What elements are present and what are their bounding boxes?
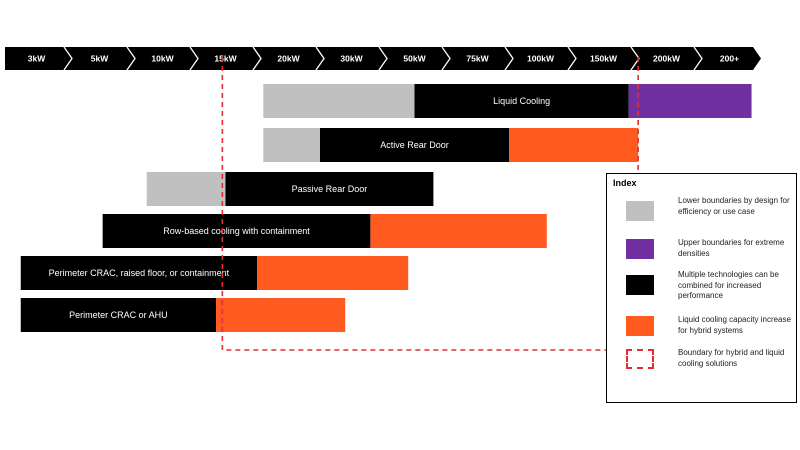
scale-separator [504,46,514,71]
bar-label: Perimeter CRAC or AHU [69,310,168,320]
scale-tick-label: 3kW [28,54,46,64]
bar-segment-liquid [216,298,346,332]
scale-tick-label: 200kW [653,54,681,64]
bar-segment-lower [263,128,320,162]
scale-separator [441,46,451,71]
scale-tick-label: 75kW [466,54,489,64]
scale-band [5,47,761,70]
legend-swatch-lower [626,201,654,221]
scale-separator [252,46,262,71]
scale-separator [630,46,640,71]
bar-label: Liquid Cooling [493,96,550,106]
legend-swatch-liquid [626,316,654,336]
bar-segment-liquid [257,256,409,290]
bar-segment-liquid [509,128,639,162]
bar-segment-lower [263,84,415,118]
legend-text-liquid: Liquid cooling capacity increase for hyb… [678,315,791,335]
legend-text-lower: Lower boundaries by design for efficienc… [678,196,790,216]
bar-label: Active Rear Door [380,140,449,150]
legend-text-boundary: Boundary for hybrid and liquid cooling s… [678,348,785,368]
scale-tick-label: 30kW [340,54,363,64]
bar-label: Row-based cooling with containment [163,226,310,236]
legend-swatch-upper [626,239,654,259]
scale-tick-label: 50kW [403,54,426,64]
bar-segment-multiple [102,214,371,248]
scale-separator [378,46,388,71]
legend-item-upper: Upper boundaries for extreme densities [607,237,796,277]
bar-label: Passive Rear Door [292,184,368,194]
bar-segment-lower [146,172,226,206]
scale-tick-label: 20kW [277,54,300,64]
scale-tick-label: 100kW [527,54,555,64]
scale-tick-label: 150kW [590,54,618,64]
scale-separator [693,46,703,71]
scale-separator [189,46,199,71]
bar-segment-liquid [370,214,547,248]
bar-segment-multiple [225,172,434,206]
bar-segment-multiple [320,128,509,162]
index-title: Index [613,178,637,188]
bar-segment-multiple [414,84,629,118]
legend-swatch-boundary [626,349,654,369]
legend-item-lower: Lower boundaries by design for efficienc… [607,196,796,236]
boundary-line-left [221,57,606,351]
scale-separator [126,46,136,71]
scale-tick-label: 5kW [91,54,109,64]
scale-tick-label: 10kW [151,54,174,64]
scale-tick-label: 15kW [214,54,237,64]
bar-segment-multiple [20,256,257,290]
legend-item-multiple: Multiple technologies can be combined fo… [607,270,796,310]
legend-item-boundary: Boundary for hybrid and liquid cooling s… [607,347,796,387]
scale-separator [315,46,325,71]
scale-separator [567,46,577,71]
bar-segment-multiple [20,298,217,332]
legend-text-multiple: Multiple technologies can be combined fo… [678,270,779,300]
bar-segment-upper [628,84,752,118]
index-legend: Index Lower boundaries by design for eff… [606,173,797,403]
legend-text-upper: Upper boundaries for extreme densities [678,238,785,258]
scale-separator [63,46,73,71]
bar-label: Perimeter CRAC, raised floor, or contain… [49,268,230,278]
scale-tick-label: 200+ [720,54,739,64]
legend-swatch-multiple [626,275,654,295]
legend-item-liquid: Liquid cooling capacity increase for hyb… [607,315,796,355]
